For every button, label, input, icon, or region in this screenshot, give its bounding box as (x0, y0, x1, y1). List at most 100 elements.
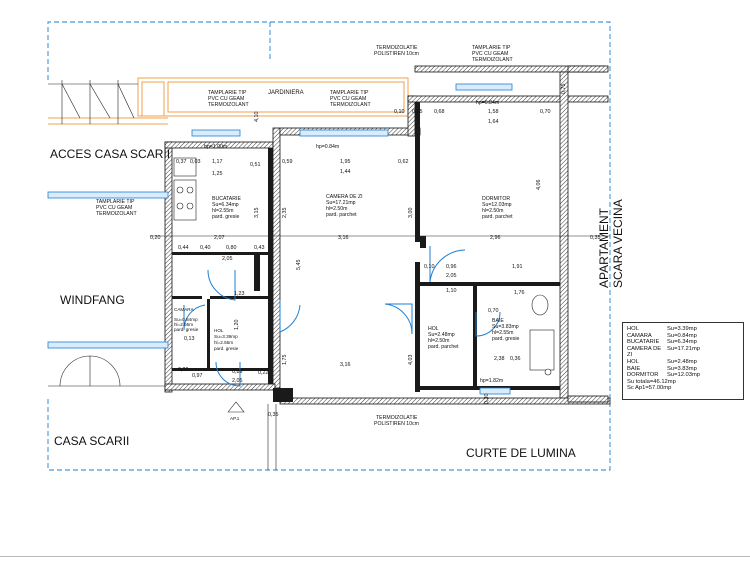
svg-text:0,62: 0,62 (398, 159, 409, 165)
hp-camera: hp=0.84m (316, 144, 339, 150)
svg-text:0,10: 0,10 (394, 109, 405, 115)
bathroom-fixtures (529, 294, 555, 376)
legend-total-sc: Sc Ap1=57.00mp (627, 385, 672, 392)
svg-text:Su=3.39mp: Su=3.39mp (214, 334, 238, 339)
svg-text:0,35: 0,35 (268, 412, 279, 418)
svg-text:POLISTIREN 10cm: POLISTIREN 10cm (374, 51, 419, 57)
svg-text:1,64: 1,64 (488, 119, 499, 125)
room-baie: BAIE Su=3.83mp hl=2.55m pard. gresie (492, 318, 520, 342)
svg-text:TAMPLARIE TIP: TAMPLARIE TIP (472, 45, 511, 51)
label-curte-de-lumina: CURTE DE LUMINA (466, 446, 576, 460)
svg-text:hl=2.55m: hl=2.55m (492, 330, 514, 336)
svg-text:TERMOIZOLATIE: TERMOIZOLATIE (376, 45, 418, 51)
label-scara-vecina: SCARA VECINA (611, 199, 625, 288)
note-window-1: TAMPLARIE TIP PVC CU GEAM TERMOIZOLANT (208, 90, 249, 108)
svg-text:TERMOIZOLANT: TERMOIZOLANT (330, 102, 371, 108)
svg-text:1,91: 1,91 (512, 264, 523, 270)
svg-text:0,22: 0,22 (258, 370, 269, 376)
svg-text:1,75: 1,75 (282, 355, 288, 366)
svg-text:4,10: 4,10 (254, 112, 260, 123)
legend-row: DORMITOR Su=12.03mp (627, 372, 701, 379)
svg-text:Su=2.48mp: Su=2.48mp (428, 332, 455, 338)
svg-text:0,40: 0,40 (200, 245, 211, 251)
svg-text:hl=2.50m: hl=2.50m (326, 206, 348, 212)
svg-text:2,05: 2,05 (446, 273, 457, 279)
svg-text:CAMARA: CAMARA (174, 307, 195, 312)
dimensions: 0,37 0,03 1,17 1,25 0,51 0,59 1,95 1,44 … (150, 84, 601, 419)
svg-text:1,20: 1,20 (234, 320, 240, 331)
bottom-rule (0, 556, 750, 557)
kitchen-stove (173, 179, 197, 221)
svg-text:pard. gresie: pard. gresie (174, 327, 199, 332)
hp-dormitor: hp=0.84m (476, 100, 499, 106)
svg-text:2,35: 2,35 (282, 208, 288, 219)
svg-text:1,58: 1,58 (488, 109, 499, 115)
note-window-3: TAMPLARIE TIP PVC CU GEAM TERMOIZOLANT (472, 45, 513, 63)
svg-text:Su=3.83mp: Su=3.83mp (492, 324, 519, 330)
svg-text:4,03: 4,03 (408, 355, 414, 366)
svg-text:0,89: 0,89 (232, 369, 243, 375)
svg-text:pard. parchet: pard. parchet (482, 214, 513, 220)
svg-text:TERMOIZOLATIE: TERMOIZOLATIE (376, 415, 418, 421)
svg-text:0,70: 0,70 (540, 109, 551, 115)
stair-railing (48, 80, 138, 124)
svg-text:3,15: 3,15 (254, 208, 260, 219)
svg-text:3,16: 3,16 (340, 362, 351, 368)
note-insulation-top: TERMOIZOLATIE POLISTIREN 10cm (374, 45, 419, 57)
svg-text:0,68: 0,68 (434, 109, 445, 115)
svg-text:hl=2.50m: hl=2.50m (482, 208, 504, 214)
svg-text:0,59: 0,59 (282, 159, 293, 165)
door-swings (59, 246, 501, 387)
area-legend: HOL Su=3.39mp CAMARA Su=0.84mp BUCATARIE… (622, 322, 744, 400)
svg-text:1,17: 1,17 (212, 159, 223, 165)
svg-text:BAIE: BAIE (492, 318, 504, 324)
legend-row: CAMERA DE ZI Su=17.21mp (627, 345, 701, 359)
svg-text:PVC CU GEAM: PVC CU GEAM (472, 51, 508, 57)
svg-text:Su=6.34mp: Su=6.34mp (212, 202, 239, 208)
svg-text:0,70: 0,70 (488, 308, 499, 314)
svg-text:1,95: 1,95 (340, 159, 351, 165)
svg-text:2,96: 2,96 (490, 235, 501, 241)
svg-text:pard. parchet: pard. parchet (428, 344, 459, 350)
svg-text:BUCATARIE: BUCATARIE (212, 196, 241, 202)
svg-text:DORMITOR: DORMITOR (482, 196, 510, 202)
svg-text:0,96: 0,96 (446, 264, 457, 270)
svg-text:2,38: 2,38 (494, 356, 505, 362)
svg-text:2,05: 2,05 (232, 378, 243, 384)
svg-text:2,07: 2,07 (214, 235, 225, 241)
room-hol: HOL Su=2.48mp hl=2.50m pard. parchet (428, 326, 459, 350)
svg-text:4,06: 4,06 (536, 180, 542, 191)
svg-text:pard. gresie: pard. gresie (212, 214, 240, 220)
svg-text:0,30: 0,30 (484, 394, 490, 405)
room-dormitor: DORMITOR Su=12.03mp hl=2.50m pard. parch… (482, 196, 513, 220)
svg-text:0,10: 0,10 (424, 264, 435, 270)
svg-text:PVC CU GEAM: PVC CU GEAM (96, 205, 132, 211)
svg-text:1,25: 1,25 (212, 171, 223, 177)
room-bucatarie: BUCATARIE Su=6.34mp hl=2.55m pard. gresi… (212, 196, 241, 220)
svg-text:0,51: 0,51 (250, 162, 261, 168)
svg-text:TAMPLARIE TIP: TAMPLARIE TIP (96, 199, 135, 205)
svg-text:TERMOIZOLANT: TERMOIZOLANT (208, 102, 249, 108)
legend-row: CAMARA Su=0.84mp (627, 332, 697, 339)
svg-text:pard. gresie: pard. gresie (492, 336, 520, 342)
label-apartament: APARTAMENT (597, 207, 611, 288)
svg-text:pard. parchet: pard. parchet (326, 212, 357, 218)
svg-text:POLISTIREN 10cm: POLISTIREN 10cm (374, 421, 419, 427)
svg-text:1,23: 1,23 (234, 291, 245, 297)
svg-text:0,36: 0,36 (510, 356, 521, 362)
svg-text:1,76: 1,76 (514, 290, 525, 296)
room-camara: CAMARA Su=0.84mp hl=2.55m pard. gresie (174, 307, 199, 332)
svg-text:Su=17.21mp: Su=17.21mp (326, 200, 356, 206)
svg-text:PVC CU GEAM: PVC CU GEAM (208, 96, 244, 102)
room-camera-de-zi: CAMERA DE ZI Su=17.21mp hl=2.50m pard. p… (326, 194, 363, 218)
svg-text:0,03: 0,03 (190, 159, 201, 165)
svg-text:hl=2.55m: hl=2.55m (214, 340, 233, 345)
legend-row: HOL Su=2.48mp (627, 358, 697, 365)
kitchen-sink (173, 157, 197, 177)
hp-baie: hp=1.82m (480, 378, 503, 384)
svg-text:0,15: 0,15 (412, 109, 423, 115)
label-ap1: AP.1 (230, 416, 240, 421)
hp-bucatarie: hp=1.00m (204, 144, 227, 150)
svg-text:3,16: 3,16 (338, 235, 349, 241)
